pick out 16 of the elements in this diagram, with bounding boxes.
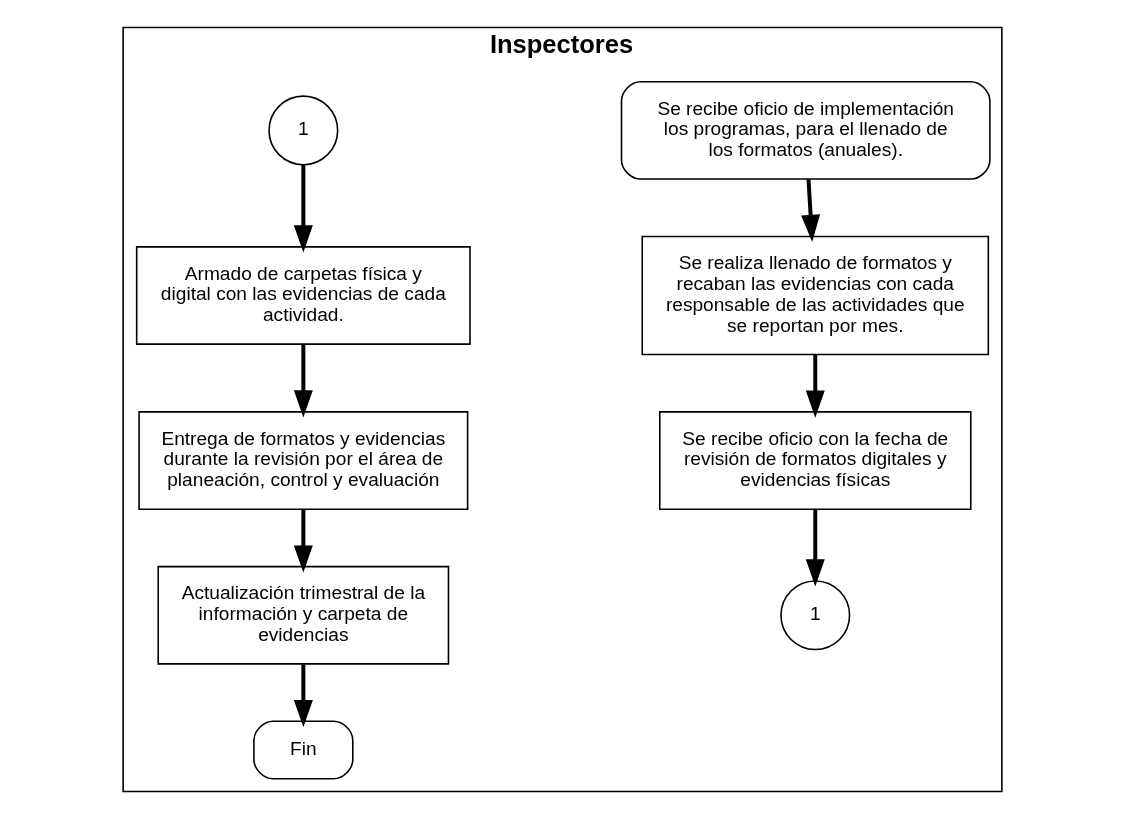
- node-box: Entrega de formatos y evidencias durante la revisión por el área de planeación, control y evaluación: [137, 411, 468, 510]
- arrow: [805, 509, 825, 587]
- arrow: [293, 509, 313, 573]
- arrow: [805, 354, 825, 418]
- node-circle: 1: [779, 580, 850, 651]
- arrow: [293, 344, 313, 418]
- arrow: [800, 179, 820, 242]
- node-box: Se recibe oficio con la fecha de revisión de formatos digitales y evidencias físicas: [658, 411, 972, 510]
- node-box: Fin: [252, 720, 354, 780]
- node-box: Se recibe oficio de implementación los programas, para el llenado de los formatos (anuales).: [620, 80, 991, 180]
- node-box: Armado de carpetas física y digital con las evidencias de cada actividad.: [135, 246, 471, 345]
- node-box: Se realiza llenado de formatos y recaban las evidencias con cada responsable de las actividades que se reportan por mes.: [640, 235, 989, 356]
- node-box: Actualización trimestral de la información y carpeta de evidencias: [156, 565, 449, 665]
- arrow: [293, 164, 313, 253]
- node-circle: 1: [267, 95, 338, 166]
- arrow: [293, 664, 313, 728]
